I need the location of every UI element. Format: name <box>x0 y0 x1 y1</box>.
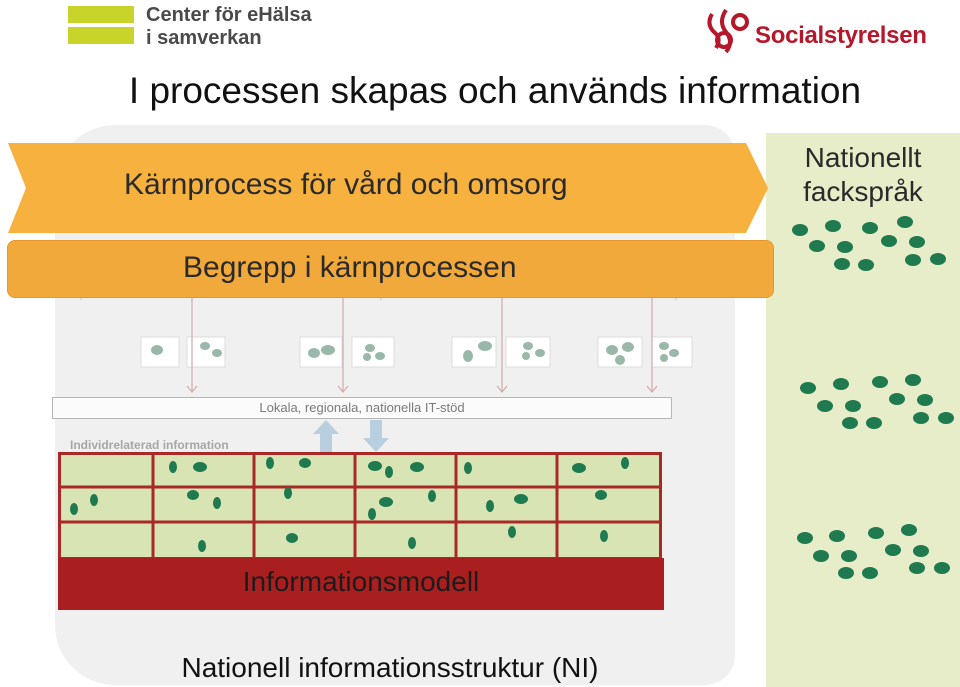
center-ehalsa-logo-bar-top <box>68 6 134 23</box>
socialstyrelsen-logo-text: Socialstyrelsen <box>755 22 927 49</box>
individrelaterad-information-label: Individrelaterad information <box>70 438 229 452</box>
nationellt-fackspråk-heading: Nationellt fackspråk <box>766 141 960 209</box>
nationellt-fackspråk-line2: fackspråk <box>803 176 923 207</box>
center-ehalsa-logo-line2: i samverkan <box>146 27 262 49</box>
begrepp-bar-label: Begrepp i kärnprocessen <box>183 251 517 284</box>
center-ehalsa-logo-bar-bottom <box>68 27 134 44</box>
nationell-informationsstruktur-label: Nationell informationsstruktur (NI) <box>181 652 599 683</box>
concept-boxes <box>140 336 693 368</box>
it-support-label: Lokala, regionala, nationella IT-stöd <box>259 400 465 415</box>
informationsmodell-bar <box>58 558 664 610</box>
begrepp-bar <box>7 240 774 298</box>
it-support-bar <box>52 397 672 419</box>
grid-data-dots <box>70 457 629 552</box>
nationellt-fackspråk-line1: Nationellt <box>804 142 922 173</box>
center-ehalsa-logo-line1: Center för eHälsa <box>146 4 312 26</box>
informationsmodell-label: Informationsmodell <box>242 566 480 597</box>
karnprocess-banner-label: Kärnprocess för vård och omsorg <box>124 168 568 201</box>
it-support-up-arrow <box>313 420 339 452</box>
it-support-down-arrow <box>363 420 389 452</box>
process-connector-arrows <box>186 298 658 393</box>
page-title: I processen skapas och används informati… <box>128 70 862 111</box>
